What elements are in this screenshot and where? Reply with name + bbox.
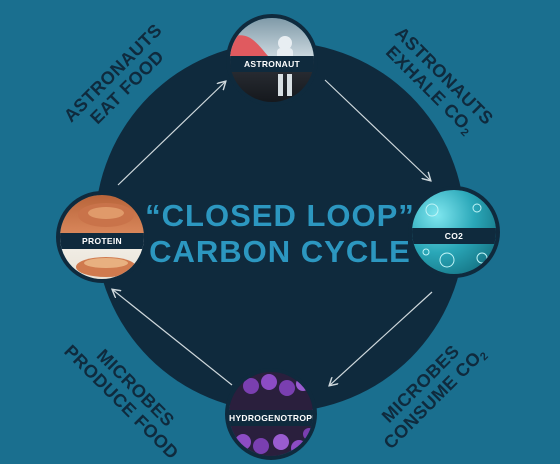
title-line-1: “CLOSED LOOP” xyxy=(145,198,415,233)
node-hydrogenotrophs: HYDROGENOTROPHS xyxy=(225,368,317,460)
arrow-protein-to-astronaut xyxy=(117,82,225,186)
title-line-2: CARBON CYCLE xyxy=(149,234,411,269)
node-label-astronaut: ASTRONAUT xyxy=(230,56,314,72)
node-label-co2: CO2 xyxy=(412,228,496,244)
arrow-hydrogenotrophs-to-protein xyxy=(113,290,233,386)
node-co2: CO2 xyxy=(408,186,500,278)
node-label-protein: PROTEIN xyxy=(60,233,144,249)
arrow-co2-to-hydrogenotrophs xyxy=(330,291,433,385)
node-label-hydrogenotrophs: HYDROGENOTROPHS xyxy=(229,410,313,426)
diagram-title: “CLOSED LOOP” CARBON CYCLE xyxy=(140,198,420,270)
arrow-astronaut-to-co2 xyxy=(324,79,430,180)
node-protein: PROTEIN xyxy=(56,191,148,283)
node-astronaut: ASTRONAUT xyxy=(226,14,318,106)
